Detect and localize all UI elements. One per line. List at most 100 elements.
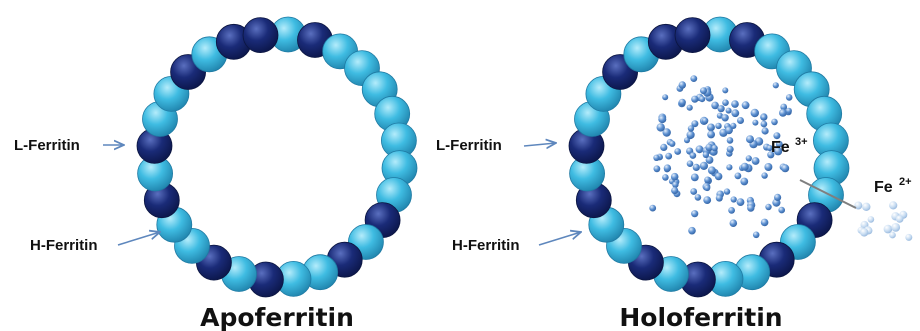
ferric-iron-particle — [700, 87, 707, 94]
fe2-charge: 2+ — [899, 176, 912, 188]
ferric-iron-particle — [737, 117, 744, 124]
fe3-charge: 3+ — [795, 136, 808, 148]
apo-h-subunit — [243, 18, 278, 53]
ferric-iron-particle — [746, 135, 754, 143]
ferric-iron-particle — [687, 131, 695, 139]
ferric-iron-particle — [761, 121, 768, 128]
ferric-iron-particle — [690, 188, 697, 195]
ferric-iron-particle — [716, 195, 723, 202]
ferric-iron-particle — [657, 123, 665, 131]
ferric-iron-particle — [662, 94, 668, 100]
holo-h-ferritin-arrow — [539, 232, 581, 245]
ferric-iron-particle — [781, 164, 789, 172]
apo-h-ferritin-arrow — [118, 232, 160, 245]
apoferritin-title: Apoferritin — [200, 303, 354, 331]
ferric-iron-particle — [735, 173, 742, 180]
ferrous-iron-particle — [905, 234, 912, 241]
ferric-iron-particle — [688, 125, 694, 131]
holo-h-ferritin-label: H-Ferritin — [452, 237, 520, 254]
ferric-iron-particle — [779, 109, 787, 117]
ferric-iron-particle — [761, 172, 767, 178]
holo-h-subunit — [675, 18, 710, 53]
ferric-iron-particle — [721, 114, 728, 121]
ferric-iron-particle — [722, 99, 729, 106]
ferric-iron-particle — [662, 174, 669, 181]
ferric-iron-particle — [724, 188, 730, 194]
holoferritin-title: Holoferritin — [619, 303, 782, 331]
iron-core-ferric — [649, 75, 792, 238]
ferric-iron-particle — [730, 219, 738, 227]
ferrous-iron-particle — [868, 216, 875, 223]
ferric-iron-particle — [773, 82, 779, 88]
ferric-iron-particle — [702, 118, 708, 124]
ferric-iron-particle — [649, 205, 656, 212]
ferric-iron-particle — [700, 162, 708, 170]
ferric-iron-particle — [727, 137, 734, 144]
ferric-iron-particle — [771, 119, 778, 126]
ferric-iron-particle — [752, 157, 760, 165]
holo-l-ferritin-arrow — [524, 143, 556, 146]
ferric-iron-particle — [691, 210, 698, 217]
ferric-iron-particle — [761, 114, 767, 120]
ferric-iron-particle — [672, 182, 678, 188]
ferric-iron-particle — [695, 194, 702, 201]
ferric-iron-particle — [718, 105, 725, 112]
ferric-iron-particle — [774, 194, 781, 201]
ferric-iron-particle — [658, 115, 666, 123]
ferric-iron-particle — [674, 148, 681, 155]
ferric-iron-particle — [727, 146, 734, 153]
ferrous-iron-particle — [891, 223, 900, 232]
ferric-iron-particle — [737, 198, 745, 206]
ferric-iron-particle — [671, 187, 678, 194]
ferric-iron-particle — [690, 152, 697, 159]
ferrous-iron-particle — [884, 225, 893, 234]
ferric-iron-particle — [751, 109, 759, 117]
ferric-iron-particle — [704, 185, 710, 191]
ferric-iron-particle — [731, 100, 739, 108]
ferric-iron-particle — [726, 108, 732, 114]
ferric-iron-particle — [786, 94, 793, 101]
ferric-iron-particle — [786, 108, 792, 114]
ferric-iron-particle — [731, 109, 739, 117]
ferric-iron-particle — [730, 123, 736, 129]
ferric-iron-particle — [740, 178, 748, 186]
ferric-iron-particle — [715, 173, 723, 181]
ferric-iron-particle — [731, 196, 737, 202]
ferric-iron-particle — [752, 120, 758, 126]
ferric-iron-particle — [679, 99, 686, 106]
ferric-iron-particle — [764, 163, 772, 171]
ferric-iron-particle — [742, 101, 750, 109]
ferric-iron-particle — [671, 173, 679, 181]
fe2-label: Fe — [874, 179, 893, 196]
ferric-iron-particle — [728, 207, 735, 214]
apoferritin-shell — [137, 17, 417, 297]
ferric-iron-particle — [753, 232, 760, 239]
ferric-iron-particle — [747, 204, 754, 211]
ferric-iron-particle — [762, 127, 769, 134]
ferric-iron-particle — [707, 131, 715, 139]
ferric-iron-particle — [778, 207, 785, 214]
ferric-iron-particle — [690, 75, 697, 82]
ferrous-iron-particle — [862, 203, 870, 211]
ferric-iron-particle — [687, 105, 693, 111]
ferric-iron-particle — [654, 165, 661, 172]
ferric-iron-particle — [704, 177, 711, 184]
ferric-iron-particle — [703, 196, 711, 204]
ferric-iron-particle — [761, 219, 769, 227]
ferric-iron-particle — [691, 174, 699, 182]
ferric-iron-particle — [699, 96, 705, 102]
ferric-iron-particle — [765, 204, 771, 210]
ferric-iron-particle — [703, 152, 709, 158]
ferric-iron-particle — [696, 145, 704, 153]
fe3-label: Fe — [771, 139, 790, 156]
apo-l-ferritin-label: L-Ferritin — [14, 137, 80, 154]
ferric-iron-particle — [746, 155, 752, 161]
ferric-iron-particle — [653, 155, 659, 161]
ferric-iron-particle — [741, 163, 749, 171]
holo-l-ferritin-label: L-Ferritin — [436, 137, 502, 154]
ferric-iron-particle — [664, 164, 671, 171]
apo-h-ferritin-label: H-Ferritin — [30, 237, 98, 254]
ferric-iron-particle — [722, 87, 728, 93]
ferrous-iron-particle — [889, 201, 897, 209]
